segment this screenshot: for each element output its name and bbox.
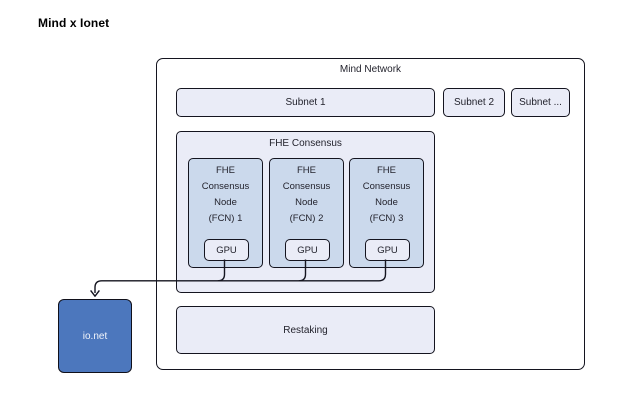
subnet-ellipsis-label: Subnet ... <box>519 97 562 108</box>
fcn-node-2-label: FHE Consensus Node (FCN) 2 <box>282 165 331 224</box>
subnet-ellipsis-box: Subnet ... <box>511 88 570 117</box>
gpu-box-2: GPU <box>285 239 330 261</box>
arrowhead-icon <box>90 289 100 297</box>
fcn-node-3-label: FHE Consensus Node (FCN) 3 <box>362 165 411 224</box>
fhe-consensus-label: FHE Consensus <box>269 138 342 149</box>
gpu-box-3: GPU <box>365 239 410 261</box>
fcn-node-1-label: FHE Consensus Node (FCN) 1 <box>201 165 250 224</box>
page-title: Mind x Ionet <box>38 16 110 30</box>
ionet-box: io.net <box>58 299 132 373</box>
mind-network-label: Mind Network <box>339 64 402 75</box>
subnet-1-box: Subnet 1 <box>176 88 435 117</box>
subnet-2-label: Subnet 2 <box>453 97 495 108</box>
subnet-2-box: Subnet 2 <box>443 88 505 117</box>
fcn-node-1: FHE Consensus Node (FCN) 1 GPU <box>188 158 263 268</box>
fcn-node-2: FHE Consensus Node (FCN) 2 GPU <box>269 158 344 268</box>
subnet-1-label: Subnet 1 <box>285 97 326 108</box>
restaking-box: Restaking <box>176 306 435 354</box>
gpu-box-1: GPU <box>204 239 249 261</box>
fcn-node-3: FHE Consensus Node (FCN) 3 GPU <box>349 158 424 268</box>
fhe-consensus-container: FHE Consensus FHE Consensus Node (FCN) 1… <box>176 131 435 293</box>
